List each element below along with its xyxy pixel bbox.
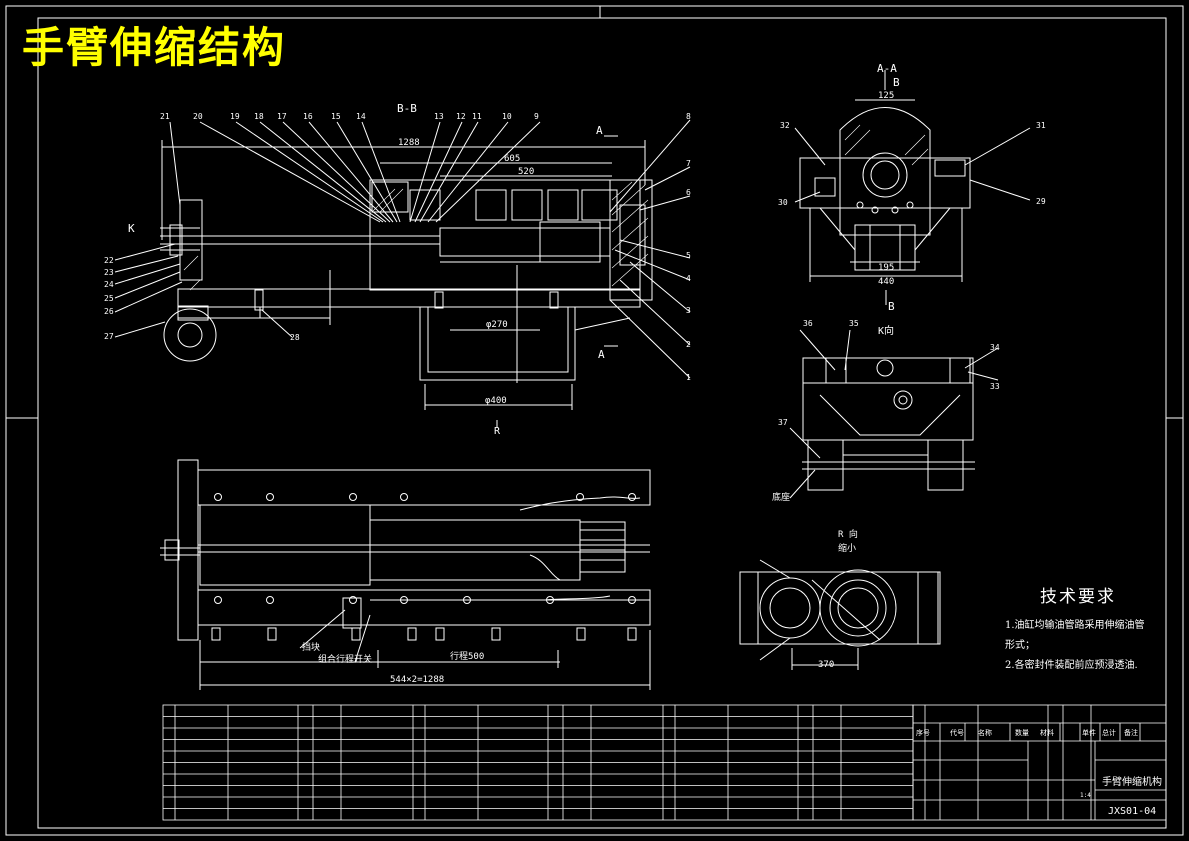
label-a-top: A	[596, 124, 603, 137]
dim-125: 125	[878, 91, 894, 101]
annotation-base: 底座	[772, 491, 790, 503]
label-k: K	[128, 222, 135, 235]
section-aa-view	[794, 70, 1031, 305]
label-r-view: R 向	[838, 528, 858, 540]
part-number-20: 20	[193, 112, 203, 121]
part-number-14: 14	[356, 112, 366, 121]
part-number-10: 10	[502, 112, 512, 121]
part-number-21: 21	[160, 112, 170, 121]
dim-phi400: φ400	[485, 396, 507, 406]
dim-605: 605	[504, 154, 520, 164]
label-bb: B-B	[397, 102, 417, 115]
label-aa: A-A	[877, 62, 897, 75]
annotation-switch: 组合行程开关	[318, 653, 372, 665]
title-block-header: 数量	[1015, 728, 1029, 737]
title-block-header: 单件	[1082, 728, 1096, 737]
title-block-text: 手臂伸缩机构 JXS01-04 1:4 序号 代号 名称 数量 材料 单件总计备注	[916, 728, 1162, 817]
part-number-31: 31	[1036, 121, 1046, 130]
dim-544: 544×2=1288	[390, 675, 444, 685]
dim-stroke: 行程500	[450, 650, 484, 662]
part-number-3: 3	[686, 306, 691, 315]
dim-1288: 1288	[398, 138, 420, 148]
part-number-13: 13	[434, 112, 444, 121]
label-r-view-sub: 缩小	[838, 542, 856, 554]
top-view	[160, 459, 651, 690]
part-number-33: 33	[990, 382, 1000, 391]
drawing-labels: B-B A-A A A B B K R K向 R 向 缩小 1288 605 5…	[128, 62, 900, 685]
parts-list-table	[162, 704, 1092, 821]
dim-440: 440	[878, 277, 894, 287]
title-block-header: 名称	[978, 728, 992, 737]
label-b-bottom: B	[888, 300, 895, 313]
part-number-6: 6	[686, 188, 691, 197]
part-number-12: 12	[456, 112, 466, 121]
part-number-9: 9	[534, 112, 539, 121]
part-number-2: 2	[686, 340, 691, 349]
part-number-26: 26	[104, 307, 114, 316]
part-number-17: 17	[277, 112, 287, 121]
tech-requirements-heading: 技术要求	[1040, 587, 1116, 607]
part-number-24: 24	[104, 280, 114, 289]
part-number-1: 1	[686, 373, 691, 382]
label-r: R	[494, 426, 501, 437]
title-block	[912, 704, 1167, 821]
part-number-7: 7	[686, 159, 691, 168]
part-number-29: 29	[1036, 197, 1046, 206]
r-direction-view	[739, 559, 941, 670]
title-block-header: 总计	[1102, 728, 1116, 737]
part-number-35: 35	[849, 319, 859, 328]
part-number-5: 5	[686, 251, 691, 260]
part-number-27: 27	[104, 332, 114, 341]
tech-requirement-2: 2.各密封件装配前应预浸透油.	[1005, 660, 1138, 671]
part-number-15: 15	[331, 112, 341, 121]
part-number-4: 4	[686, 274, 691, 283]
inner-border	[37, 17, 1167, 829]
part-number-32: 32	[780, 121, 790, 130]
k-direction-view	[789, 329, 999, 499]
title-block-header: 序号	[916, 728, 930, 737]
part-number-18: 18	[254, 112, 264, 121]
part-number-28: 28	[290, 333, 300, 342]
dim-370: 370	[818, 660, 834, 670]
title-block-header: 备注	[1124, 728, 1138, 737]
drawing-number: JXS01-04	[1108, 806, 1156, 817]
label-b-top: B	[893, 76, 900, 89]
part-number-34: 34	[990, 343, 1000, 352]
section-bb-view	[114, 119, 691, 428]
tech-requirement-1-cont: 形式；	[1005, 640, 1035, 651]
part-number-8: 8	[686, 112, 691, 121]
drawing-scale: 1:4	[1080, 792, 1091, 799]
dim-195: 195	[878, 263, 894, 273]
part-number-36: 36	[803, 319, 813, 328]
outer-border	[5, 5, 1184, 836]
annotation-limit: 挡块	[302, 641, 320, 653]
part-number-22: 22	[104, 256, 114, 265]
label-k-view: K向	[878, 324, 894, 337]
part-number-19: 19	[230, 112, 240, 121]
drawing-title: 手臂伸缩结构	[22, 23, 287, 72]
part-number-37: 37	[778, 418, 788, 427]
part-number-16: 16	[303, 112, 313, 121]
label-a-bottom: A	[598, 348, 605, 361]
title-block-header: 代号	[950, 728, 964, 737]
part-number-25: 25	[104, 294, 114, 303]
part-number-30: 30	[778, 198, 788, 207]
part-number-11: 11	[472, 112, 482, 121]
dim-phi270: φ270	[486, 320, 508, 330]
dim-520: 520	[518, 167, 534, 177]
tech-requirement-1: 1.油缸均输油管路采用伸缩油管	[1005, 620, 1145, 631]
part-number-23: 23	[104, 268, 114, 277]
title-block-header: 材料	[1040, 728, 1054, 737]
drawing-name: 手臂伸缩机构	[1102, 775, 1162, 788]
